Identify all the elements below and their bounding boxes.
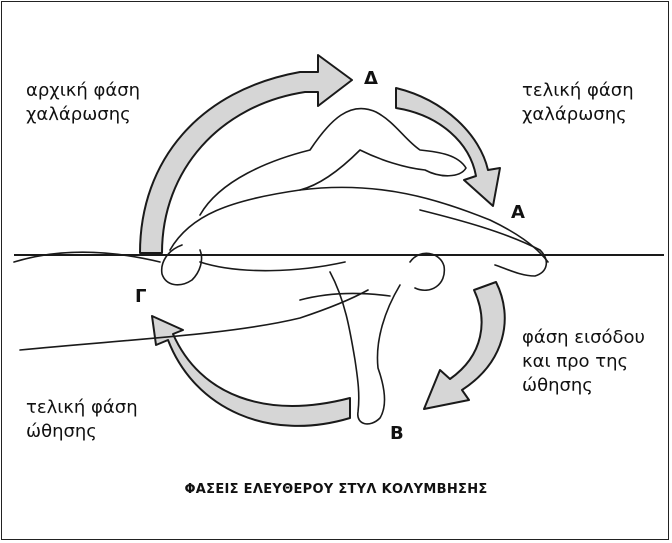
label-final-push: τελική φάση ώθησης [26, 396, 138, 444]
point-beta: Β [390, 423, 404, 444]
arrow-alpha-to-beta [424, 282, 505, 409]
point-delta: Δ [364, 68, 378, 89]
point-alpha: Α [511, 202, 525, 223]
label-initial-relaxation: αρχική φάση χαλάρωσης [26, 79, 140, 127]
label-entry-prepush: φάση εισόδου και προ της ώθησης [522, 326, 645, 398]
label-final-relaxation: τελική φάση χαλάρωσης [522, 79, 634, 127]
diagram-caption: ΦΑΣΕΙΣ ΕΛΕΥΘΕΡΟΥ ΣΤΥΛ ΚΟΛΥΜΒΗΣΗΣ [0, 482, 672, 497]
arrow-gamma-to-delta [140, 55, 352, 253]
point-gamma: Γ [135, 286, 146, 307]
arrow-beta-to-gamma [152, 316, 350, 426]
arrow-delta-to-alpha [396, 88, 500, 206]
